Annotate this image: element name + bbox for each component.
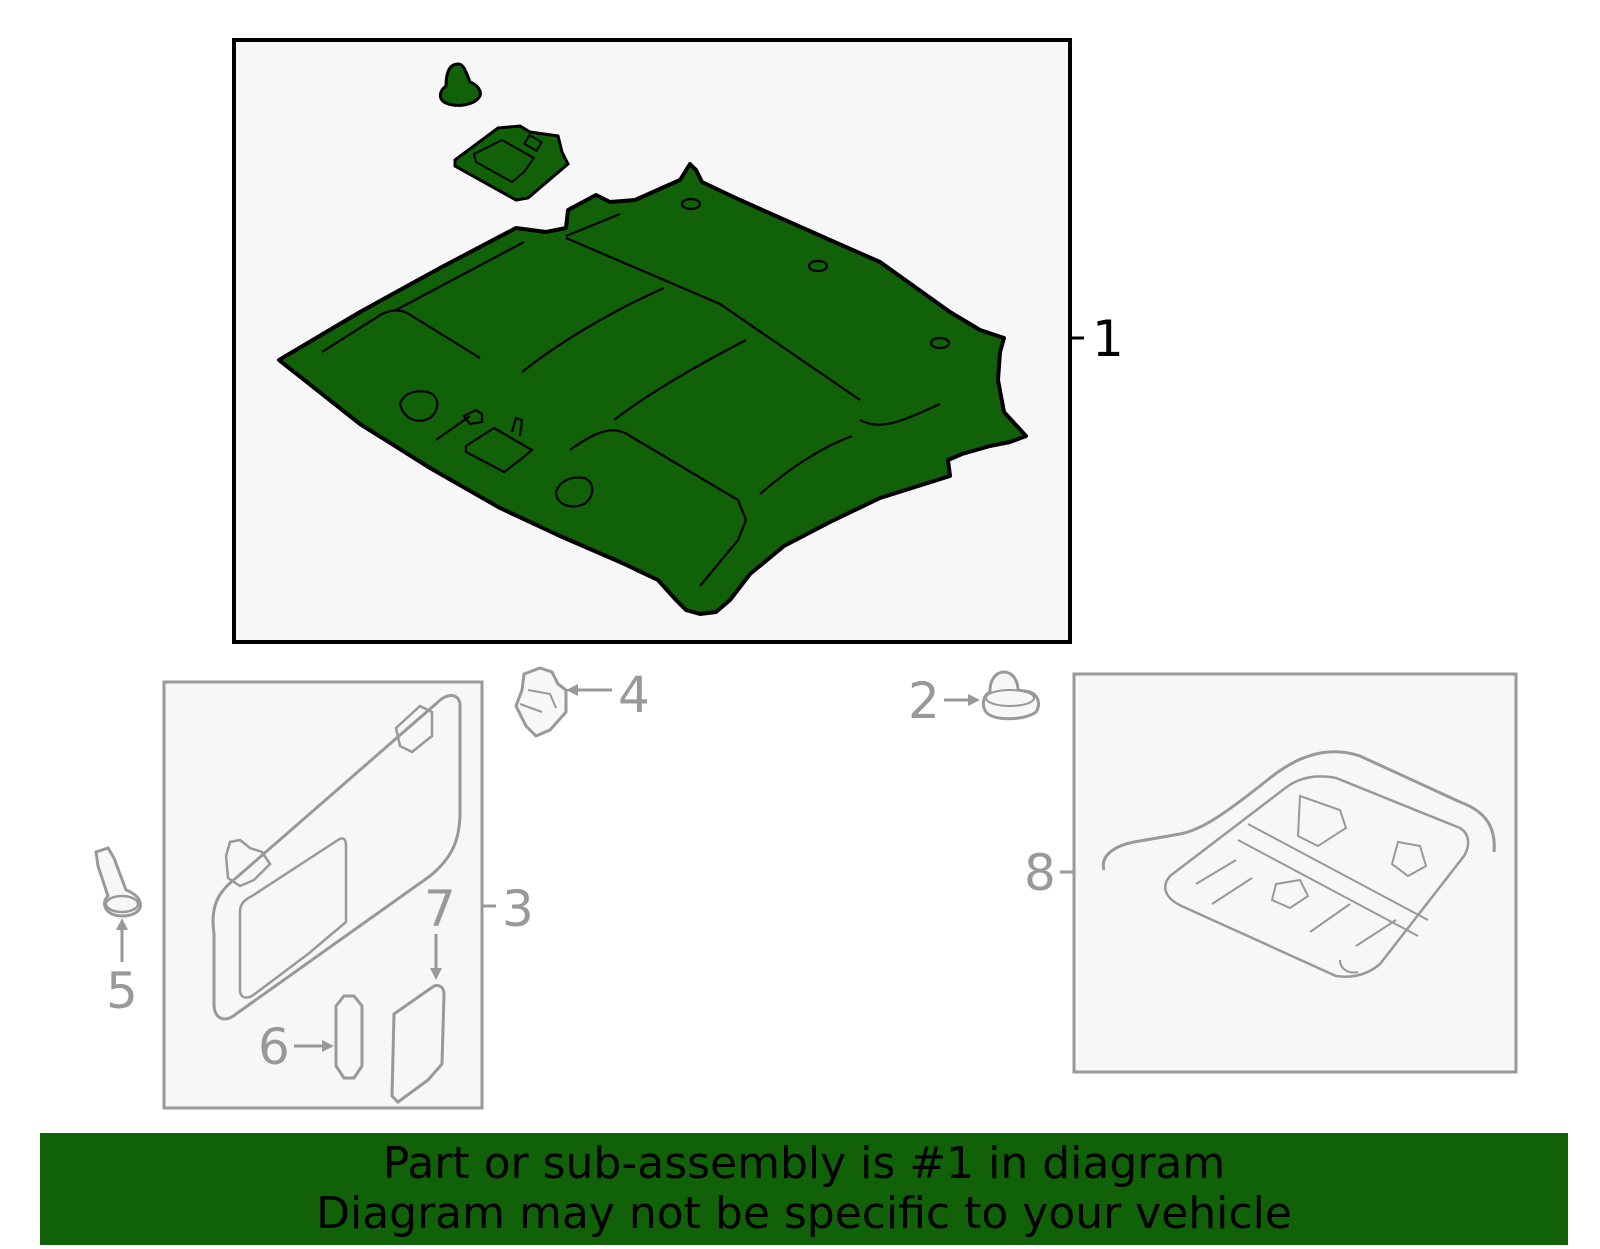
sun-visor-mirror	[238, 837, 348, 999]
screw-washer	[104, 894, 140, 914]
callout-4-arrowhead	[566, 684, 578, 696]
callout-6-arrowhead	[322, 1040, 334, 1052]
callout-7-label: 7	[424, 880, 456, 938]
part-8-frame	[1072, 672, 1518, 1074]
console-inner-shape	[1164, 775, 1470, 978]
clip-base	[985, 689, 1035, 707]
headliner-clip-shape	[438, 62, 482, 107]
bracket-detail	[472, 138, 536, 184]
clip-shape	[981, 670, 1040, 721]
headliner-panel-details	[321, 197, 951, 587]
part-8-group[interactable]: 8	[1024, 672, 1518, 1074]
callout-2-arrowhead	[968, 694, 980, 706]
banner-line-2: Diagram may not be specific to your vehi…	[316, 1188, 1292, 1239]
banner-line-1: Part or sub-assembly is #1 in diagram	[382, 1138, 1226, 1189]
console-details	[1195, 794, 1429, 974]
callout-5-label: 5	[106, 962, 138, 1020]
part-5-group[interactable]: 5	[94, 846, 142, 1020]
callout-6-label: 6	[258, 1018, 290, 1076]
lens-shape	[390, 984, 446, 1104]
sun-visor-hinge	[394, 704, 434, 754]
bulb-shape	[334, 994, 364, 1080]
callout-2-label: 2	[908, 672, 940, 730]
callout-7-arrowhead	[430, 968, 442, 980]
part-4-group[interactable]: 4	[514, 666, 650, 738]
part-1-group[interactable]: 1	[232, 38, 1124, 644]
headliner-panel-shape	[277, 162, 1028, 616]
screw-shape	[94, 846, 142, 918]
callout-3-label: 3	[502, 880, 534, 938]
bracket-slot	[523, 133, 543, 153]
visor-holder-detail	[519, 689, 557, 713]
callout-5-arrowhead	[116, 918, 128, 930]
part-2-group[interactable]: 2	[908, 670, 1040, 730]
info-banner: Part or sub-assembly is #1 in diagram Di…	[40, 1133, 1568, 1245]
callout-1-label: 1	[1092, 310, 1124, 368]
callout-4-label: 4	[618, 666, 650, 724]
callout-8-label: 8	[1024, 844, 1056, 902]
part-6-group[interactable]: 6	[258, 994, 364, 1080]
sun-visor-shape	[211, 694, 462, 1021]
sun-visor-mount	[224, 838, 272, 888]
part-7-group[interactable]: 7	[390, 880, 456, 1104]
visor-holder-shape	[514, 666, 568, 738]
